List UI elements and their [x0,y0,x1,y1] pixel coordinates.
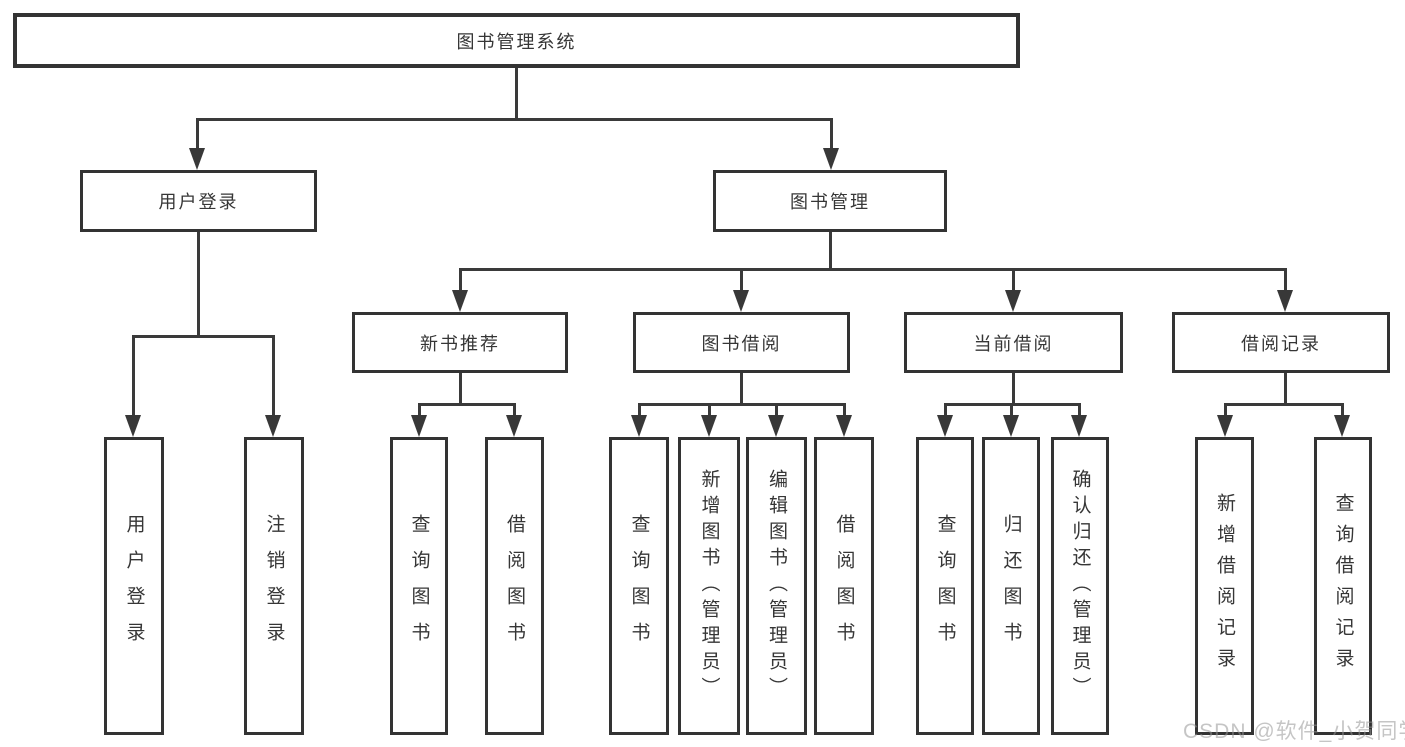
node-user-login: 用户登录 [80,170,317,232]
leaf-edit-books-admin: 编辑图书（管理员） [746,437,807,735]
node-book-borrow: 图书借阅 [633,312,850,373]
connector-drop-leaf [638,403,641,419]
connector-book-borrow-stem [740,373,743,406]
connector-new-book-bar [418,403,516,406]
leaf-logout-login: 注销登录 [244,437,304,735]
node-book-management: 图书管理 [713,170,947,232]
connector-drop-leaf [1224,403,1227,419]
node-current-borrow: 当前借阅 [904,312,1123,373]
connector-user-login-bar [132,335,275,338]
connector-drop-leaf [272,335,275,419]
leaf-query-books-current: 查询图书 [916,437,974,735]
connector-new-book-stem [459,373,462,406]
connector-drop-leaf [1078,403,1081,419]
leaf-add-borrow-record: 新增借阅记录 [1195,437,1254,735]
arrow-down-icon [506,415,522,437]
connector-borrow-records-bar [1224,403,1344,406]
connector-drop-leaf [843,403,846,419]
arrow-down-icon [733,290,749,312]
leaf-query-books-borrow: 查询图书 [609,437,669,735]
arrow-down-icon [1005,290,1021,312]
leaf-confirm-return-admin: 确认归还（管理员） [1051,437,1109,735]
connector-user-login-stem [197,232,200,338]
connector-book-borrow-bar [638,403,846,406]
arrow-down-icon [1217,415,1233,437]
connector-drop-leaf [1010,403,1013,419]
node-new-book-recommend: 新书推荐 [352,312,568,373]
connector-drop-leaf [775,403,778,419]
connector-drop-level3 [459,268,462,294]
connector-borrow-records-stem [1284,373,1287,406]
connector-drop-leaf [513,403,516,419]
arrow-down-icon [823,148,839,170]
connector-drop-book-management [830,118,833,152]
arrow-down-icon [265,415,281,437]
connector-drop-leaf [708,403,711,419]
connector-drop-level3 [740,268,743,294]
arrow-down-icon [411,415,427,437]
leaf-user-login: 用户登录 [104,437,164,735]
arrow-down-icon [768,415,784,437]
csdn-watermark: CSDN @软件_小贺同学 [1183,720,1405,743]
connector-drop-leaf [132,335,135,419]
arrow-down-icon [1003,415,1019,437]
leaf-query-borrow-record: 查询借阅记录 [1314,437,1372,735]
arrow-down-icon [1071,415,1087,437]
connector-root-bar [196,118,833,121]
connector-book-management-stem [829,232,832,270]
connector-drop-leaf [944,403,947,419]
node-borrow-records: 借阅记录 [1172,312,1390,373]
node-library-management-system: 图书管理系统 [13,13,1020,68]
arrow-down-icon [125,415,141,437]
arrow-down-icon [452,290,468,312]
arrow-down-icon [937,415,953,437]
leaf-borrow-books-newbook: 借阅图书 [485,437,544,735]
connector-current-borrow-stem [1012,373,1015,406]
arrow-down-icon [631,415,647,437]
leaf-add-books-admin: 新增图书（管理员） [678,437,740,735]
arrow-down-icon [836,415,852,437]
connector-drop-level3 [1012,268,1015,294]
arrow-down-icon [189,148,205,170]
arrow-down-icon [1277,290,1293,312]
connector-root-stem [515,68,518,120]
connector-drop-user-login [196,118,199,152]
leaf-return-books: 归还图书 [982,437,1040,735]
leaf-query-books-newbook: 查询图书 [390,437,448,735]
connector-book-management-bar [459,268,1287,271]
connector-drop-level3 [1284,268,1287,294]
arrow-down-icon [1334,415,1350,437]
connector-drop-leaf [1341,403,1344,419]
leaf-borrow-books-borrow: 借阅图书 [814,437,874,735]
connector-drop-leaf [418,403,421,419]
arrow-down-icon [701,415,717,437]
